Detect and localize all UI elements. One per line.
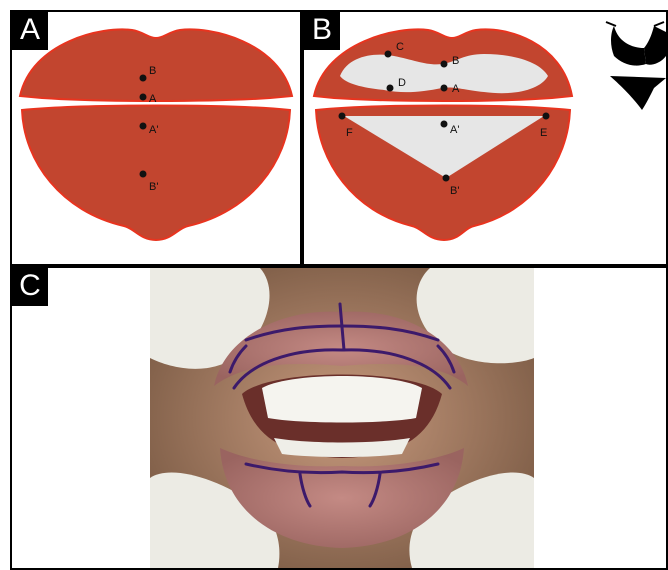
lip-diagram-b: C B D A A' F E B' [304,12,666,264]
panel-b: C B D A A' F E B' B [302,10,668,266]
label-b-prime: B' [450,185,459,197]
label-b: B [149,65,156,77]
point-a [140,94,147,101]
point-b [441,61,448,68]
lip-diagram-a: B A A' B' [12,12,300,264]
label-f: F [346,127,353,139]
panel-a: B A A' B' A [10,10,302,266]
point-d [387,85,394,92]
point-a [441,85,448,92]
point-c [385,51,392,58]
label-a-prime: A' [149,124,158,136]
label-b-prime: B' [149,181,158,193]
point-a-prime [140,123,147,130]
bikini-icon [606,22,666,110]
point-b-prime [140,171,147,178]
label-a-prime: A' [450,124,459,136]
label-e: E [540,127,547,139]
point-b-prime [443,175,450,182]
upper-teeth [262,376,422,423]
label-d: D [398,77,406,89]
marked-lips-photo [150,268,534,568]
point-a-prime [441,121,448,128]
label-a: A [149,93,157,105]
panel-c-tag: C [12,268,48,306]
label-a: A [452,83,460,95]
point-e [543,113,550,120]
panel-b-tag: B [304,12,340,50]
point-b [140,75,147,82]
point-f [339,113,346,120]
panel-a-tag: A [12,12,48,50]
label-c: C [396,41,404,53]
panel-c: C [10,266,668,570]
label-b: B [452,55,459,67]
